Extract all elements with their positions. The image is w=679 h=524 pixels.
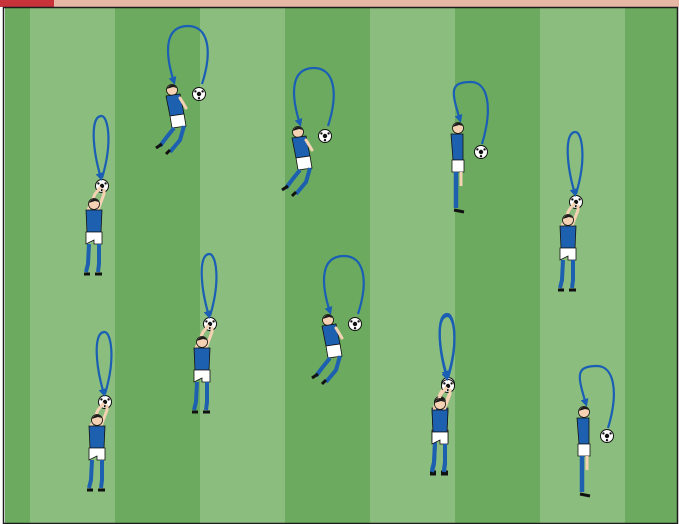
top-tab <box>0 0 54 7</box>
player-shorts <box>452 160 464 172</box>
player-shorts <box>86 232 102 244</box>
pitch-stripe <box>455 8 540 523</box>
player-shorts <box>89 448 105 460</box>
player-shirt <box>432 410 448 432</box>
pitch-stripe <box>625 8 677 523</box>
ball-icon <box>475 146 488 159</box>
pitch-stripe <box>115 8 200 523</box>
player-shorts <box>560 248 576 260</box>
ball-icon <box>319 130 332 143</box>
player-shorts <box>432 432 448 444</box>
player-shirt <box>451 134 463 160</box>
pitch-stripes <box>5 8 677 523</box>
player-shirt <box>577 418 589 444</box>
ball-icon <box>601 430 614 443</box>
ball-icon <box>349 318 362 331</box>
ball-icon <box>193 88 206 101</box>
player-shirt <box>560 226 576 248</box>
pitch-stripe <box>370 8 455 523</box>
top-bar <box>0 0 679 7</box>
pitch-stripe <box>5 8 30 523</box>
player-shirt <box>86 210 102 232</box>
player-shorts <box>194 370 210 382</box>
player-shorts <box>578 444 590 456</box>
pitch-stripe <box>200 8 285 523</box>
player-shirt <box>194 348 210 370</box>
player-shirt <box>89 426 105 448</box>
